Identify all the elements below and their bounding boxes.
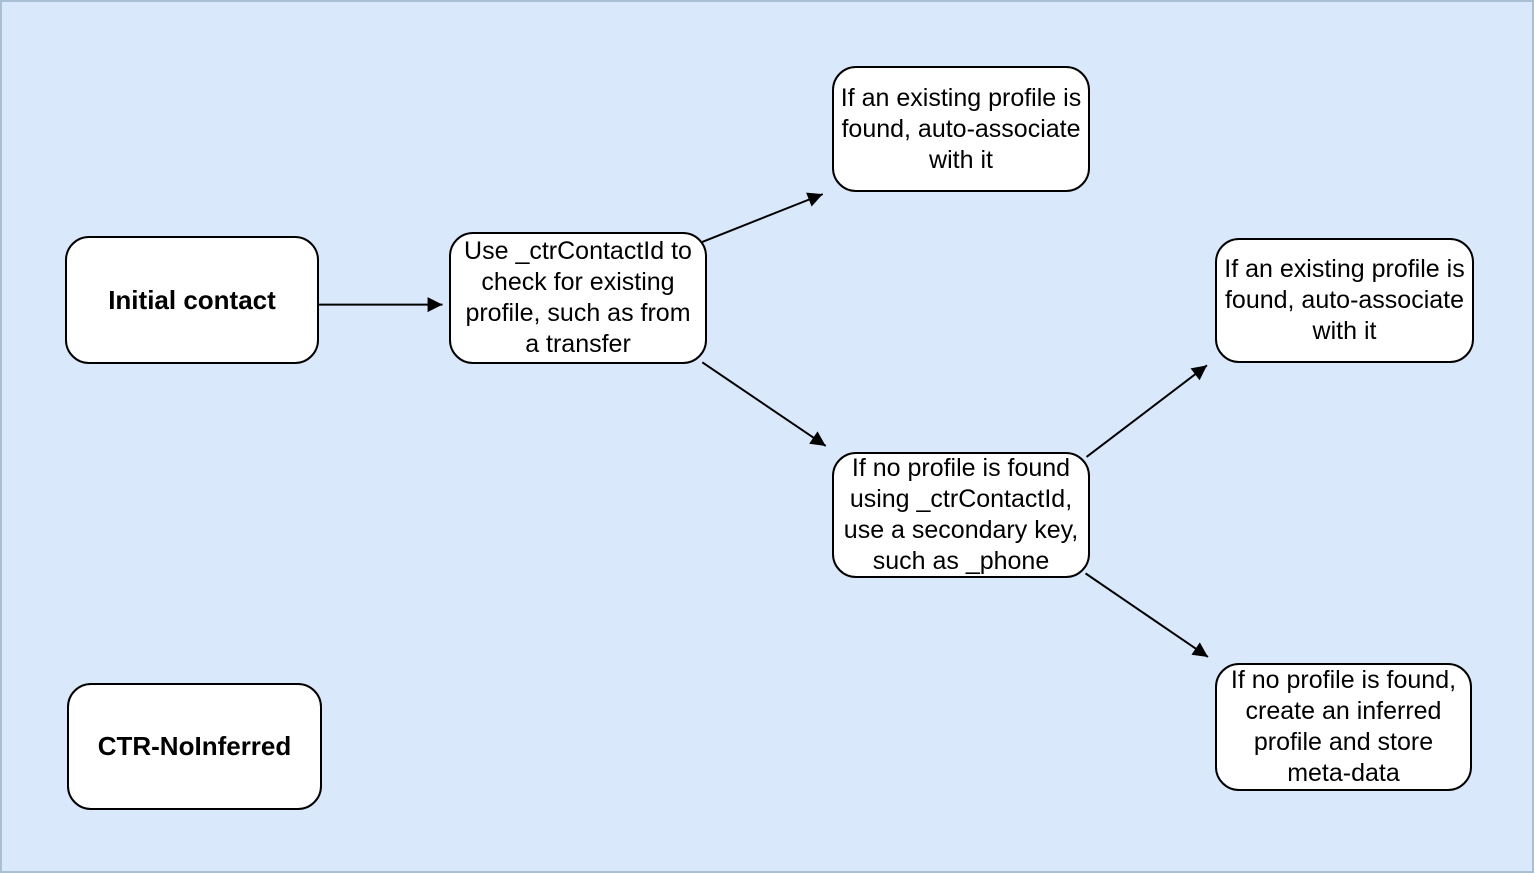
node-label: If no profile is found using _ctrContact… [843, 454, 1079, 575]
arrow-check-to-no-profile [701, 361, 827, 447]
node-no-profile-use-secondary-key: If no profile is found using _ctrContact… [832, 452, 1090, 578]
node-label: Use _ctrContactId to check for existing … [464, 237, 692, 358]
node-label: If an existing profile is found, auto-as… [1224, 255, 1465, 345]
node-check-ctrcontactid: Use _ctrContactId to check for existing … [449, 232, 707, 364]
node-label: CTR-NoInferred [97, 731, 292, 761]
arrow-no-profile-to-create-inferred [1084, 572, 1209, 658]
node-initial-contact: Initial contact [65, 236, 319, 364]
node-existing-profile-auto-associate-right: If an existing profile is found, auto-as… [1215, 238, 1474, 363]
arrow-check-to-existing-top [701, 192, 824, 243]
node-ctr-noinferred: CTR-NoInferred [67, 683, 322, 810]
node-label: If an existing profile is found, auto-as… [840, 83, 1082, 174]
node-create-inferred-profile: If no profile is found, create an inferr… [1215, 663, 1472, 791]
node-label: Initial contact [108, 284, 276, 315]
node-label: If no profile is found, create an inferr… [1230, 666, 1457, 787]
node-existing-profile-auto-associate-top: If an existing profile is found, auto-as… [832, 66, 1090, 192]
arrow-no-profile-to-existing-right [1085, 364, 1208, 458]
